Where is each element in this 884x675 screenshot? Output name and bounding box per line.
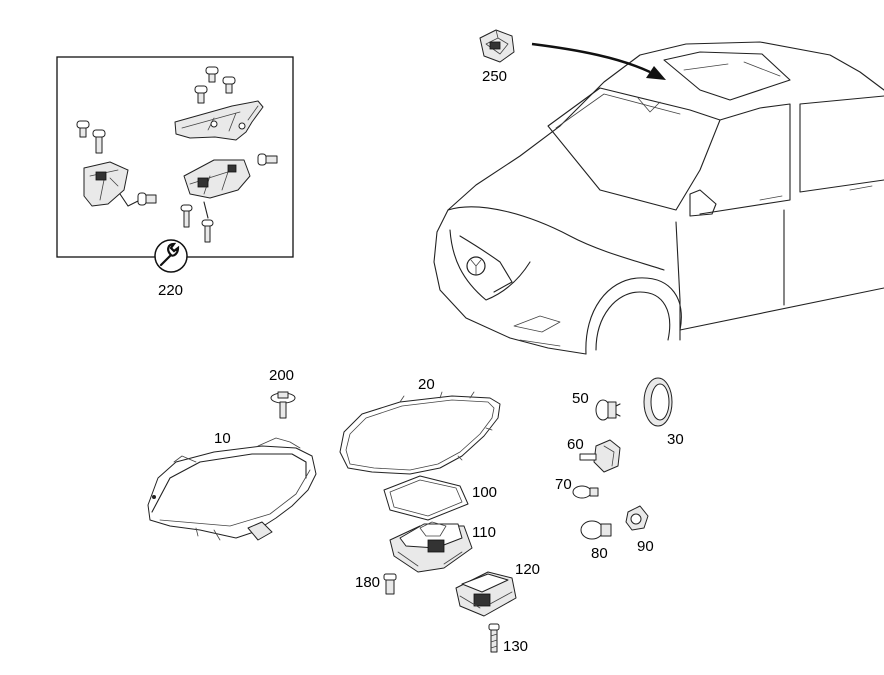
label-220: 220 [158,282,183,299]
label-180: 180 [355,574,380,591]
label-50: 50 [572,390,589,407]
part-120-ignition-module [455,571,517,617]
bracket-upper [174,66,264,141]
part-10-headlamp [147,437,317,541]
label-200: 200 [269,367,294,384]
label-20: 20 [418,376,435,393]
repair-kit-box [56,56,294,273]
label-250: 250 [482,68,507,85]
part-180-screw [383,573,397,595]
label-10: 10 [214,430,231,447]
label-120: 120 [515,561,540,578]
part-100-gasket [383,475,469,521]
label-70: 70 [555,476,572,493]
part-90-socket [625,505,649,531]
part-200-screw [270,391,296,419]
part-20-lens [339,391,501,475]
label-80: 80 [591,545,608,562]
part-70-bulb [572,485,599,499]
locator-arrow [531,42,666,80]
part-50-bulb [595,399,621,421]
part-80-bulb [580,520,612,540]
vehicle-illustration [433,41,884,355]
wrench-icon [154,239,188,273]
part-130-screw [488,623,500,653]
label-90: 90 [637,538,654,555]
label-130: 130 [503,638,528,655]
label-30: 30 [667,431,684,448]
callout-labels: 10 20 30 50 60 70 80 90 100 110 120 130 … [158,68,684,655]
screw [194,66,236,104]
label-110: 110 [472,524,496,541]
bracket-right [180,153,278,243]
label-100: 100 [472,484,497,501]
bracket-left [76,120,157,207]
label-60: 60 [567,436,584,453]
part-30-cap [643,377,673,427]
part-60-bulb-holder [579,439,621,473]
part-110-control-unit [389,521,473,573]
part-250-module [479,29,515,63]
